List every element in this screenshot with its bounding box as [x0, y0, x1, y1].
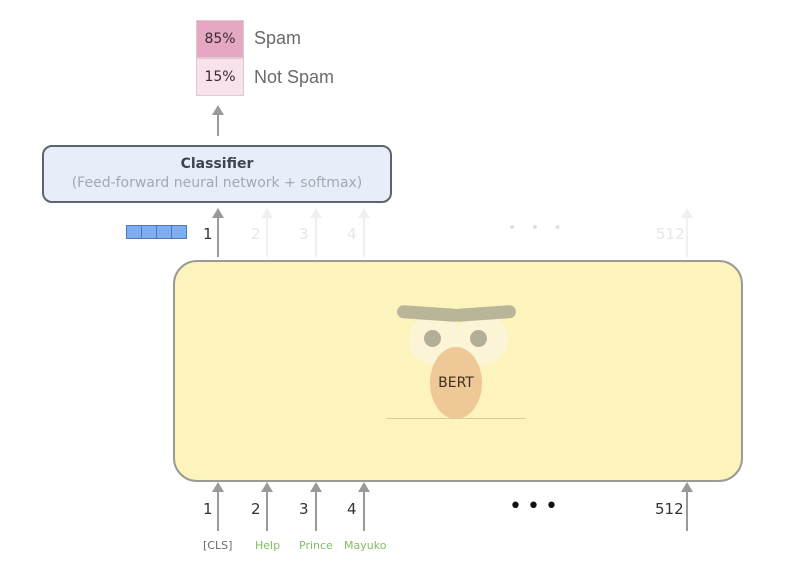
spam-probability-box: 85%: [196, 20, 244, 58]
input-ellipsis: •••: [509, 494, 563, 519]
output-arrow-2-icon: [261, 208, 273, 257]
output-arrow-4-icon: [358, 208, 370, 257]
classifier-title: Classifier: [180, 156, 254, 172]
spam-label: Spam: [254, 28, 302, 48]
output-arrow-3-icon: [310, 208, 322, 257]
bert-left-pupil-icon: [424, 330, 441, 347]
input-token-help: Help: [255, 539, 281, 552]
bert-nose: BERT: [430, 347, 482, 419]
classifier-to-output-arrow-icon: [212, 105, 224, 136]
input-arrow-3-icon: [310, 482, 322, 531]
output-position-3: 3: [299, 225, 309, 243]
not-spam-percent: 15%: [204, 69, 236, 85]
input-token-cls: [CLS]: [203, 539, 233, 552]
input-arrow-512-icon: [681, 482, 693, 531]
input-token-prince: Prince: [299, 539, 333, 552]
output-arrow-512-icon: [681, 208, 693, 257]
input-arrow-2-icon: [261, 482, 273, 531]
output-position-2: 2: [251, 225, 261, 243]
bert-label: BERT: [438, 375, 474, 391]
bert-mouth-line: [387, 418, 525, 419]
input-arrow-4-icon: [358, 482, 370, 531]
output-arrow-1-icon: [212, 208, 224, 257]
output-position-4: 4: [347, 225, 357, 243]
not-spam-label: Not Spam: [254, 67, 335, 87]
classifier-subtitle: (Feed-forward neural network + softmax): [71, 175, 363, 191]
cls-embedding-vector: [126, 225, 187, 239]
input-position-4: 4: [347, 500, 357, 518]
bert-right-pupil-icon: [470, 330, 487, 347]
output-ellipsis: • • •: [508, 220, 567, 236]
input-position-512: 512: [655, 500, 684, 518]
input-token-mayuko: Mayuko: [344, 539, 387, 552]
not-spam-probability-box: 15%: [196, 58, 244, 96]
spam-percent: 85%: [204, 31, 236, 47]
classifier-box: Classifier (Feed-forward neural network …: [42, 145, 392, 203]
output-position-1: 1: [203, 225, 213, 243]
input-arrow-1-icon: [212, 482, 224, 531]
input-position-3: 3: [299, 500, 309, 518]
input-position-2: 2: [251, 500, 261, 518]
input-position-1: 1: [203, 500, 213, 518]
output-position-512: 512: [656, 225, 685, 243]
